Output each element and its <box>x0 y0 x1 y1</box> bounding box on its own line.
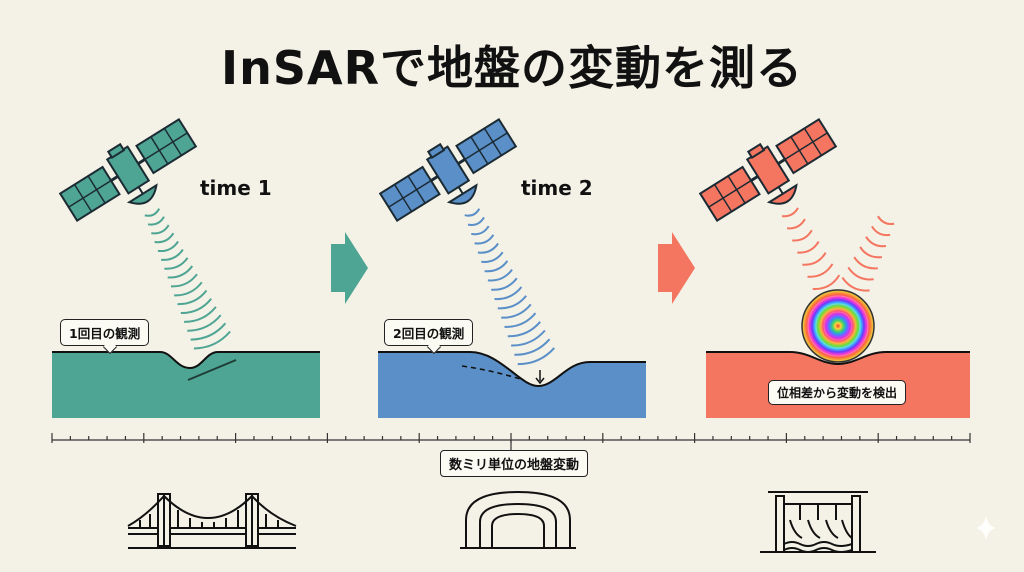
time-label-2: time 2 <box>521 176 593 200</box>
sparkle-icon <box>976 516 996 540</box>
bridge-icon <box>127 493 297 549</box>
radar-waves-2 <box>464 208 556 366</box>
dam-icon <box>760 491 876 553</box>
satellite-icon-2 <box>378 117 518 223</box>
radar-waves-1 <box>144 208 231 350</box>
callout-observation-1: 1回目の観測 <box>60 319 150 346</box>
ground-panel-2 <box>378 351 646 418</box>
callout-observation-2: 2回目の観測 <box>384 319 474 346</box>
callout-detect-displacement: 位相差から変動を検出 <box>768 380 907 405</box>
satellite-icon-3 <box>698 117 838 223</box>
radar-waves-3-left <box>781 207 841 290</box>
scale-label: 数ミリ単位の地盤変動 <box>440 450 589 477</box>
page-title: InSARで地盤の変動を測る <box>220 41 803 95</box>
scale-ruler <box>51 433 971 450</box>
radar-waves-3-right <box>841 215 895 292</box>
arrow-1-to-2 <box>331 232 368 304</box>
interferogram-icon <box>801 289 875 363</box>
arrow-2-to-3 <box>658 232 695 304</box>
tunnel-icon <box>460 490 576 549</box>
ground-panel-1 <box>52 351 320 418</box>
satellite-icon-1 <box>58 117 198 223</box>
time-label-1: time 1 <box>200 176 272 200</box>
